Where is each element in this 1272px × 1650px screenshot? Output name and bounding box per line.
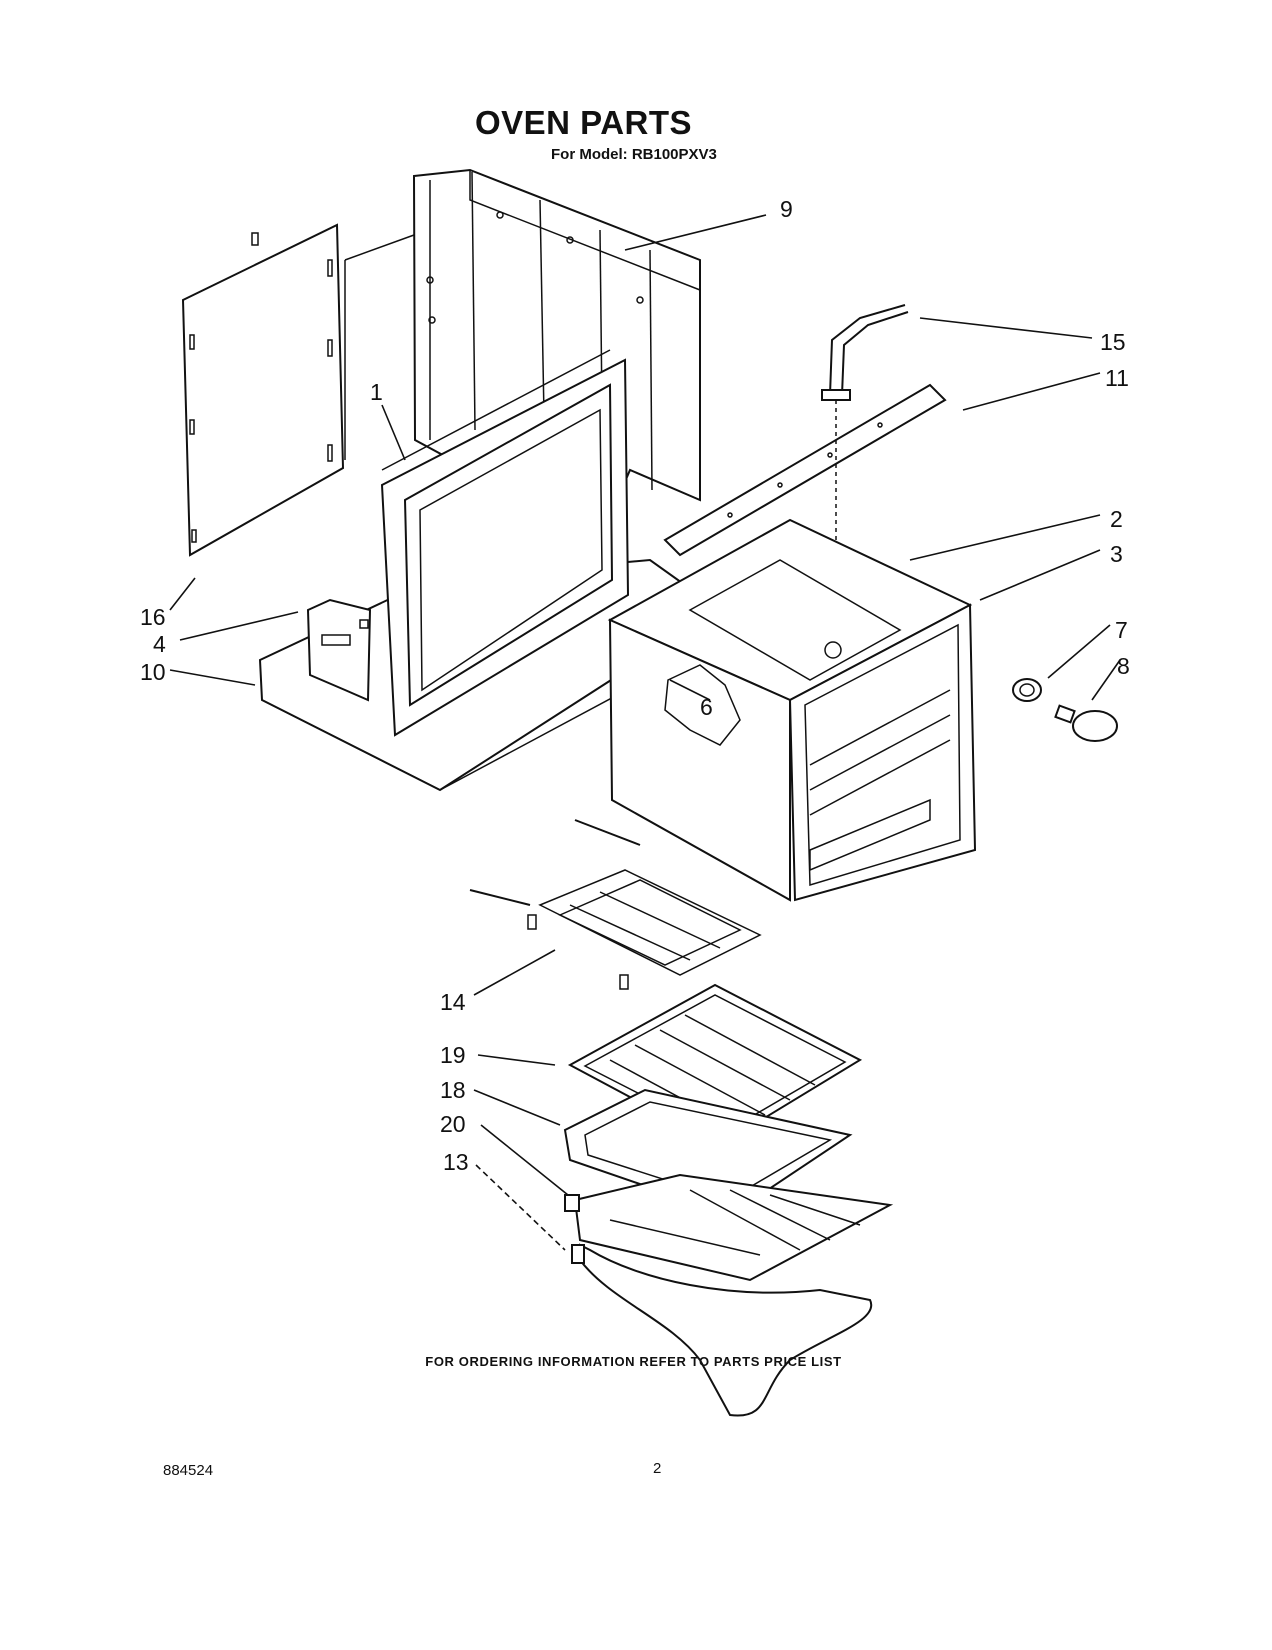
callout-1: 1 <box>370 379 383 405</box>
document-number: 884524 <box>163 1462 214 1479</box>
model-subtitle: For Model: RB100PXV3 <box>551 146 717 163</box>
front-frame-part-1 <box>380 349 630 737</box>
page-number: 2 <box>653 1460 662 1477</box>
ordering-note-text: FOR ORDERING INFORMATION REFER TO PARTS … <box>425 1354 842 1369</box>
callout-16: 16 <box>140 604 166 630</box>
callout-11: 11 <box>1105 365 1129 391</box>
callout-10: 10 <box>140 659 166 685</box>
ordering-note: FOR ORDERING INFORMATION REFER TO PARTS … <box>0 1354 1272 1369</box>
callout-6: 6 <box>700 694 713 720</box>
broiler-pan-part-18 <box>563 1088 853 1217</box>
callout-15: 15 <box>1100 329 1126 355</box>
callout-2: 2 <box>1110 506 1123 532</box>
leader-lines <box>169 214 1121 1251</box>
oven-bottom-part-13 <box>571 1243 873 1417</box>
side-panel-part-16 <box>181 223 345 557</box>
light-socket-part-7 <box>1012 678 1042 702</box>
bracket-part-4 <box>306 598 372 702</box>
oven-rack-part-20 <box>564 1173 894 1282</box>
light-bulb-part-8 <box>1054 704 1118 742</box>
callout-8: 8 <box>1117 653 1130 679</box>
callout-19: 19 <box>440 1042 466 1068</box>
page-title: OVEN PARTS <box>0 104 1272 142</box>
callout-4: 4 <box>153 631 166 657</box>
callout-14: 14 <box>440 989 466 1015</box>
callout-3: 3 <box>1110 541 1123 567</box>
callout-20: 20 <box>440 1111 466 1137</box>
callout-9: 9 <box>780 196 793 222</box>
callout-13: 13 <box>443 1149 469 1175</box>
rail-part-11 <box>663 383 947 557</box>
oven-cavity-part-2 <box>607 518 977 902</box>
heating-element-part-14 <box>469 819 762 990</box>
callout-7: 7 <box>1115 617 1128 643</box>
callout-18: 18 <box>440 1077 466 1103</box>
page-title-text: OVEN PARTS <box>474 104 693 141</box>
